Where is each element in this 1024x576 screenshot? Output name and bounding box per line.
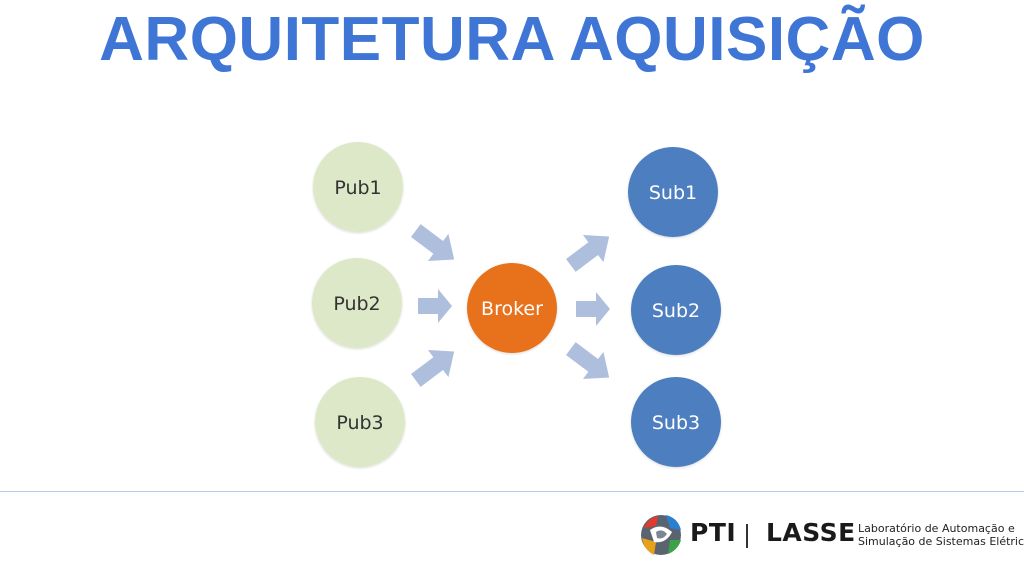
publisher-label: Pub2 xyxy=(333,293,380,315)
arrow-pub1-broker xyxy=(411,224,455,261)
subscriber-node-sub2: Sub2 xyxy=(631,265,721,355)
subscriber-label: Sub2 xyxy=(652,300,700,322)
publisher-node-pub3: Pub3 xyxy=(315,377,405,467)
subscriber-node-sub1: Sub1 xyxy=(628,147,718,237)
brand-description-line2: Simulação de Sistemas Elétricos xyxy=(858,535,1024,548)
publisher-label: Pub1 xyxy=(334,177,381,199)
arrow-broker-sub1 xyxy=(566,235,610,272)
footer-divider xyxy=(0,491,1024,492)
arrow-pub2-broker xyxy=(418,289,452,323)
publisher-label: Pub3 xyxy=(336,412,383,434)
footer-branding: PTI LASSE Laboratório de Automação e Sim… xyxy=(636,510,1024,562)
pti-globe-logo-icon xyxy=(641,515,681,555)
subscriber-node-sub3: Sub3 xyxy=(631,377,721,467)
brand-description: Laboratório de Automação e Simulação de … xyxy=(858,522,1024,548)
brand-description-line1: Laboratório de Automação e xyxy=(858,522,1015,535)
subscriber-label: Sub3 xyxy=(652,412,700,434)
publisher-node-pub1: Pub1 xyxy=(313,142,403,232)
broker-node: Broker xyxy=(467,263,557,353)
brand-lasse: LASSE xyxy=(766,518,856,547)
brand-separator xyxy=(746,524,748,548)
arrow-broker-sub2 xyxy=(576,292,610,326)
arrow-pub3-broker xyxy=(411,350,455,387)
broker-label: Broker xyxy=(481,298,543,320)
publisher-node-pub2: Pub2 xyxy=(312,258,402,348)
arrow-broker-sub3 xyxy=(566,342,610,379)
subscriber-label: Sub1 xyxy=(649,182,697,204)
pub-sub-diagram: Pub1 Pub2 Pub3 Broker Sub1 Sub2 Sub3 xyxy=(312,142,721,467)
slide-title: ARQUITETURA AQUISIÇÃO xyxy=(99,5,925,74)
brand-pti: PTI xyxy=(690,518,737,547)
